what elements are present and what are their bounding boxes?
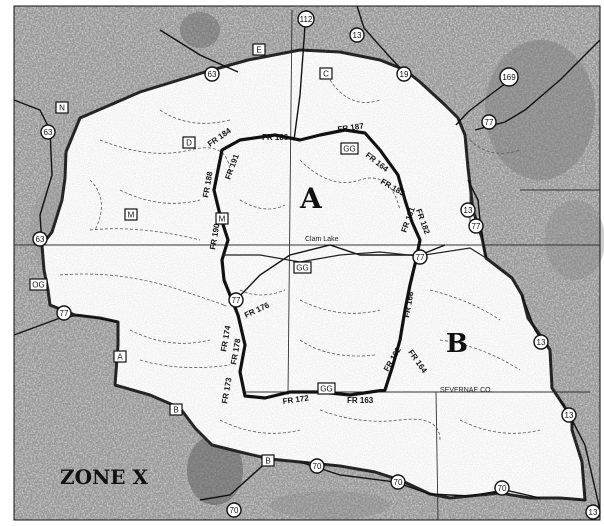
svg-text:GG: GG [296,264,308,273]
svg-text:D: D [186,139,192,148]
svg-text:63: 63 [44,128,53,137]
shield-112: 112 [297,10,315,28]
box-gg1: GG [340,142,359,155]
fr-186: FR 186 [262,133,289,142]
box-gg3: GG [317,382,336,395]
shield-13-southeast: 13 [533,334,549,350]
county-boxes: E C N D M M GG GG GG OG A B B [29,43,359,467]
svg-text:13: 13 [353,31,362,40]
shield-70-d: 70 [226,502,242,518]
highway-13-north [356,5,403,71]
svg-text:B: B [265,457,270,466]
svg-text:70: 70 [230,506,239,515]
svg-text:70: 70 [394,478,403,487]
svg-text:13: 13 [464,206,473,215]
box-b1: B [169,403,183,416]
shield-70-b: 70 [390,474,406,490]
svg-text:13: 13 [565,411,574,420]
fr-187: FR 187 [337,121,365,134]
svg-text:M: M [128,211,135,220]
svg-text:N: N [59,104,65,113]
zone-a-label: A [299,182,323,215]
box-a: A [113,350,127,363]
shield-77-northeast: 77 [481,114,497,130]
highway-63 [13,99,53,246]
svg-text:70: 70 [498,484,507,493]
map-frame [13,5,601,521]
shield-13-north: 13 [349,27,365,43]
box-n: N [55,101,69,114]
shield-77-east: 77 [468,218,484,234]
zone-x-label: ZONE X [60,465,149,489]
svg-text:70: 70 [313,462,322,471]
svg-text:77: 77 [60,309,69,318]
zone-a-boundary [212,128,422,400]
svg-text:77: 77 [485,118,494,127]
box-c: C [319,67,333,80]
svg-text:19: 19 [400,70,409,79]
box-b2: B [261,454,275,467]
svg-text:B: B [173,406,178,415]
fr-172: FR 172 [282,393,310,406]
svg-text:OG: OG [32,281,44,290]
svg-text:63: 63 [36,235,45,244]
svg-text:77: 77 [472,222,481,231]
county-label: SEVERNAE CO. [440,387,493,394]
svg-text:13: 13 [589,508,598,517]
svg-text:GG: GG [343,145,355,154]
shield-13-south: 13 [561,407,577,423]
fr-163: FR 163 [347,396,374,405]
svg-text:112: 112 [300,15,313,24]
box-e: E [252,43,266,56]
svg-text:63: 63 [208,70,217,79]
shield-13-east: 13 [460,202,476,218]
highway-13-east [467,179,487,259]
highway-169 [455,79,511,126]
box-m1: M [124,208,138,221]
road-gg [222,247,487,263]
lake-label: Clam Lake [305,236,339,243]
minor-roads [59,79,541,441]
highway-63-north [159,29,239,73]
svg-text:GG: GG [320,385,332,394]
shield-77-west: 77 [56,305,72,321]
box-m2: M [215,212,229,225]
shields: 112 13 19 169 77 13 77 13 13 13 63 63 63… [32,10,601,520]
shield-169: 169 [499,67,519,87]
shield-63-northwest: 63 [40,124,56,140]
shield-19: 19 [396,66,412,82]
svg-text:77: 77 [416,253,425,262]
shield-77-c2: 77 [412,249,428,265]
shield-13-southwest: 13 [585,504,601,520]
svg-text:13: 13 [537,338,546,347]
svg-text:169: 169 [502,73,516,82]
box-gg2: GG [293,261,312,274]
svg-text:E: E [256,46,261,55]
shield-77-central: 77 [228,292,244,308]
shield-70-a: 70 [309,458,325,474]
shield-63-north: 63 [204,66,220,82]
svg-text:M: M [219,215,226,224]
svg-text:A: A [117,353,123,362]
svg-text:77: 77 [232,296,241,305]
zone-b-label: B [446,329,468,359]
interior-texture [42,50,585,500]
svg-text:C: C [323,70,329,79]
shield-63-west: 63 [32,231,48,247]
box-og: OG [29,278,48,291]
shield-70-c: 70 [494,480,510,496]
box-d: D [182,136,196,149]
